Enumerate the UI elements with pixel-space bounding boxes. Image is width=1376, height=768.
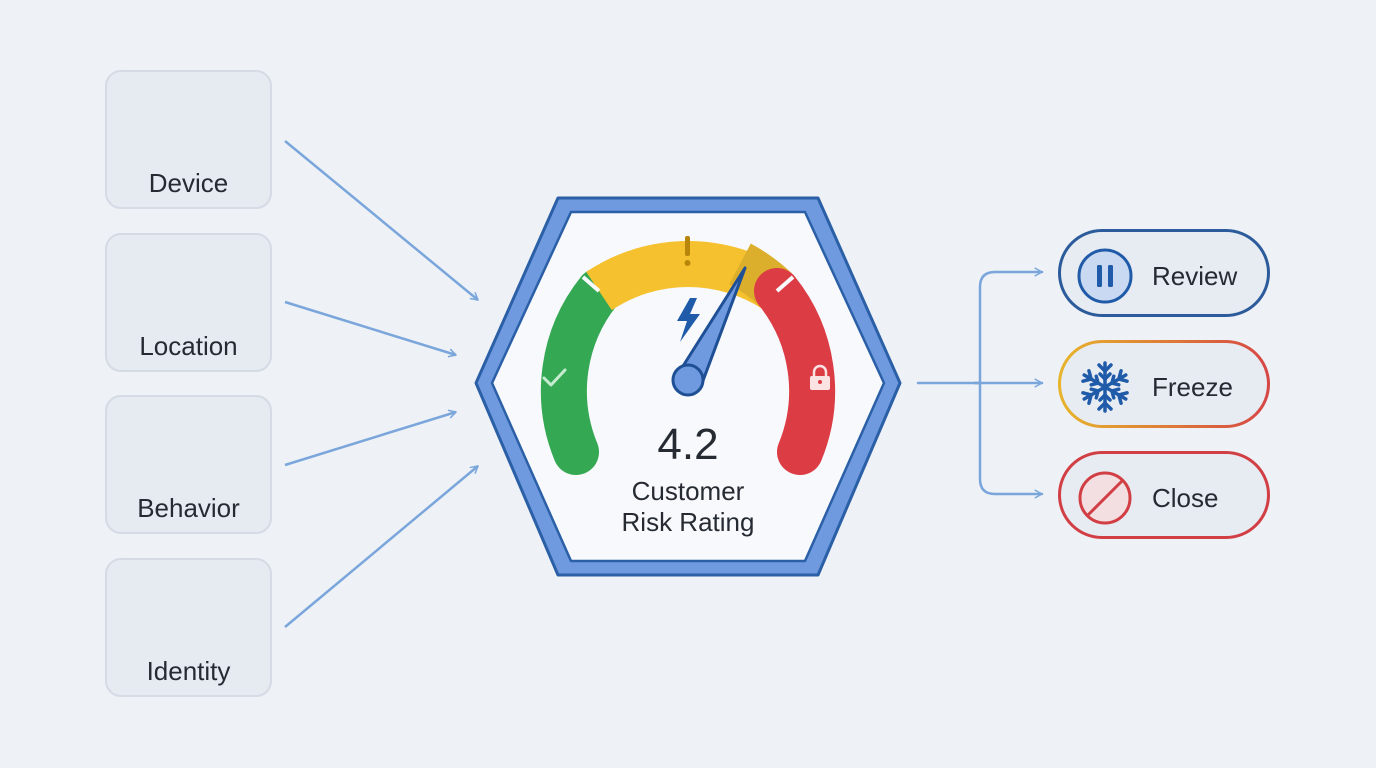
input-connectors	[284, 140, 479, 628]
input-card-location: Location	[105, 233, 272, 372]
input-card-behavior: Behavior	[105, 395, 272, 534]
output-connectors	[916, 267, 1044, 499]
review-button[interactable]: Review	[1058, 229, 1270, 317]
review-label: Review	[1152, 261, 1238, 291]
input-card-identity: Identity	[105, 558, 272, 697]
lock-icon	[810, 364, 830, 390]
prohibited-icon	[1078, 471, 1132, 525]
snowflake-icon	[1079, 361, 1131, 413]
input-label-behavior: Behavior	[137, 493, 240, 523]
lightning-bolt-icon	[677, 298, 700, 342]
input-card-device: Device	[105, 70, 272, 209]
gauge-zone-low	[540, 268, 622, 475]
exclamation-icon	[684, 236, 691, 266]
risk-score-label-line1: Customer	[631, 476, 745, 506]
freeze-button[interactable]: Freeze	[1058, 340, 1270, 428]
gauge-zone-high	[754, 268, 836, 475]
freeze-label: Freeze	[1152, 372, 1233, 402]
risk-score-label-line2: Risk Rating	[621, 507, 755, 537]
connector-device	[284, 140, 479, 301]
gauge-needle-hub	[671, 363, 705, 397]
connector-identity	[284, 465, 479, 628]
connector-location	[284, 300, 457, 358]
risk-score-value: 4.2	[657, 420, 719, 469]
risk-score-label: Customer Risk Rating	[588, 476, 788, 538]
close-button[interactable]: Close	[1058, 451, 1270, 539]
input-label-identity: Identity	[146, 656, 231, 686]
check-icon	[542, 368, 567, 387]
input-label-location: Location	[139, 331, 238, 361]
pause-icon	[1077, 248, 1133, 304]
close-label: Close	[1152, 483, 1219, 513]
input-label-device: Device	[148, 168, 229, 198]
risk-gauge	[540, 236, 836, 475]
connector-review	[973, 267, 1044, 385]
connector-behavior	[284, 409, 457, 467]
connector-close	[973, 381, 1044, 499]
